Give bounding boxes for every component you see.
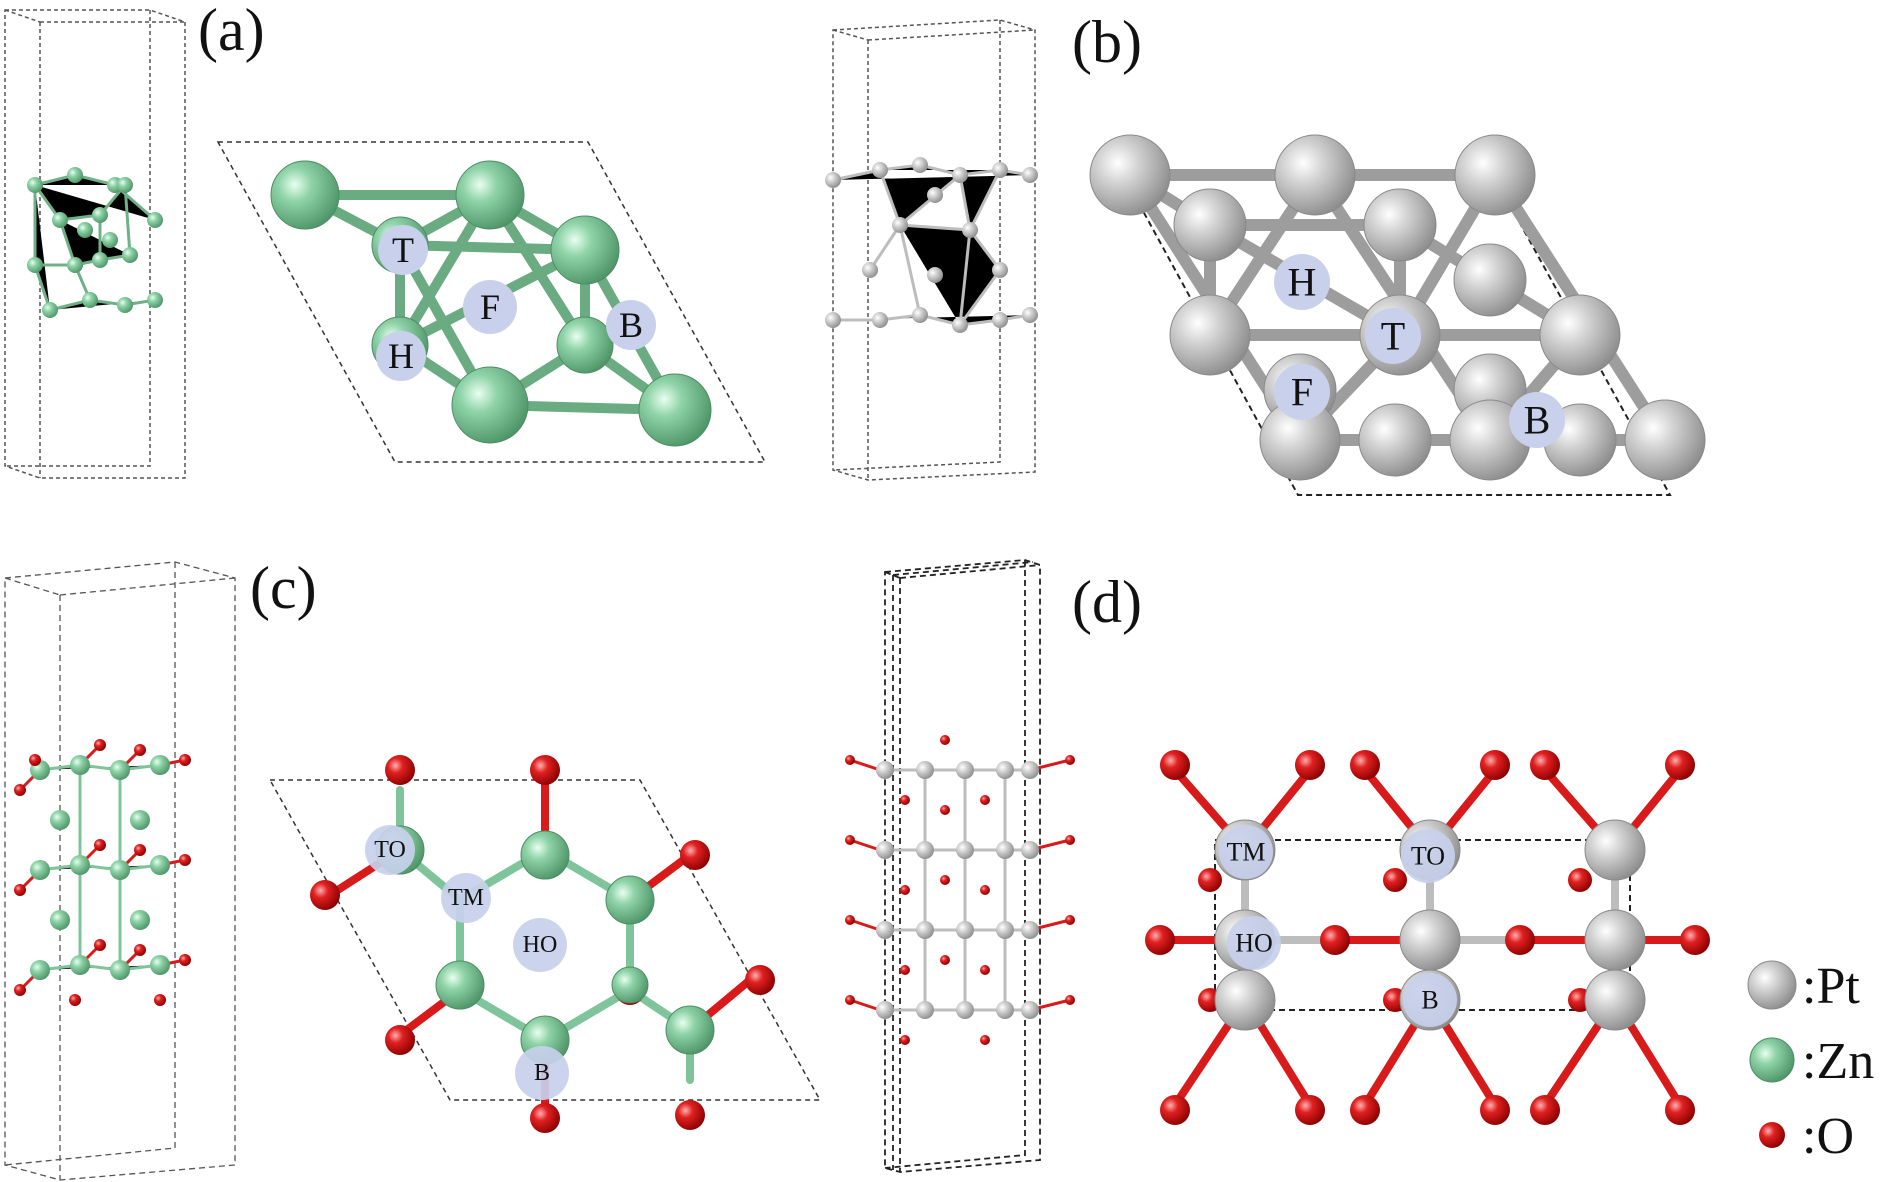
panel-b-side-atoms [825, 157, 1038, 333]
panel-c: TO TM HO B [4, 561, 822, 1181]
panel-d: TM TO HO B [845, 559, 1710, 1173]
site-label: TM [448, 885, 484, 911]
panel-c-top-cell [268, 779, 822, 1101]
panel-b-side-cell [832, 19, 1036, 481]
panel-a-top-cell [216, 141, 767, 463]
legend-pt-swatch [1747, 960, 1797, 1010]
panel-b-side-structure [832, 163, 1031, 327]
panel-a-side-atoms [27, 167, 163, 318]
panel-c-side-structure [18, 743, 186, 992]
panel-b: H T F B [825, 19, 1706, 496]
site-label: HO [1235, 929, 1273, 958]
site-label: HO [523, 932, 558, 958]
panel-a-side-structure [33, 173, 156, 312]
site-label: H [1288, 260, 1317, 305]
legend: :Pt :Zn :O [1747, 958, 1874, 1165]
panel-c-side-cell [4, 561, 236, 1181]
legend-pt-label: :Pt [1802, 958, 1860, 1015]
panel-b-sites: H T F B [1274, 254, 1565, 448]
panel-c-label: (c) [250, 555, 317, 621]
site-label: T [1381, 314, 1405, 359]
site-label: F [480, 287, 500, 327]
panel-b-top-atoms [1089, 134, 1706, 481]
site-label: TO [1411, 842, 1445, 871]
panel-d-side-structure [849, 758, 1071, 1012]
legend-o-label: :O [1802, 1108, 1854, 1165]
panel-a: T F H B [4, 9, 767, 479]
legend-zn-label: :Zn [1802, 1033, 1874, 1090]
panel-a-label: (a) [198, 0, 265, 63]
panel-c-top-atoms [310, 755, 775, 1133]
panel-d-side-cell [884, 559, 1041, 1173]
legend-o-swatch [1759, 1122, 1785, 1148]
site-label: B [534, 1060, 550, 1086]
site-label: TM [1227, 838, 1266, 867]
site-label: T [392, 230, 414, 270]
panel-d-side-atoms [845, 735, 1075, 1045]
panel-c-sites: TO TM HO B [365, 825, 569, 1100]
site-label: B [619, 305, 643, 345]
site-label: F [1291, 370, 1313, 415]
panel-d-label: (d) [1072, 569, 1142, 635]
panel-b-label: (b) [1072, 9, 1142, 75]
panel-b-top-cell [1123, 177, 1672, 496]
panel-a-sites: T F H B [376, 225, 656, 381]
panel-d-sites: TM TO HO B [1219, 825, 1457, 1027]
panel-c-side-atoms [14, 739, 191, 1006]
site-label: B [1421, 986, 1438, 1015]
site-label: TO [374, 837, 406, 863]
legend-zn-swatch [1749, 1037, 1795, 1083]
site-label: H [388, 336, 414, 376]
site-label: B [1524, 398, 1551, 443]
